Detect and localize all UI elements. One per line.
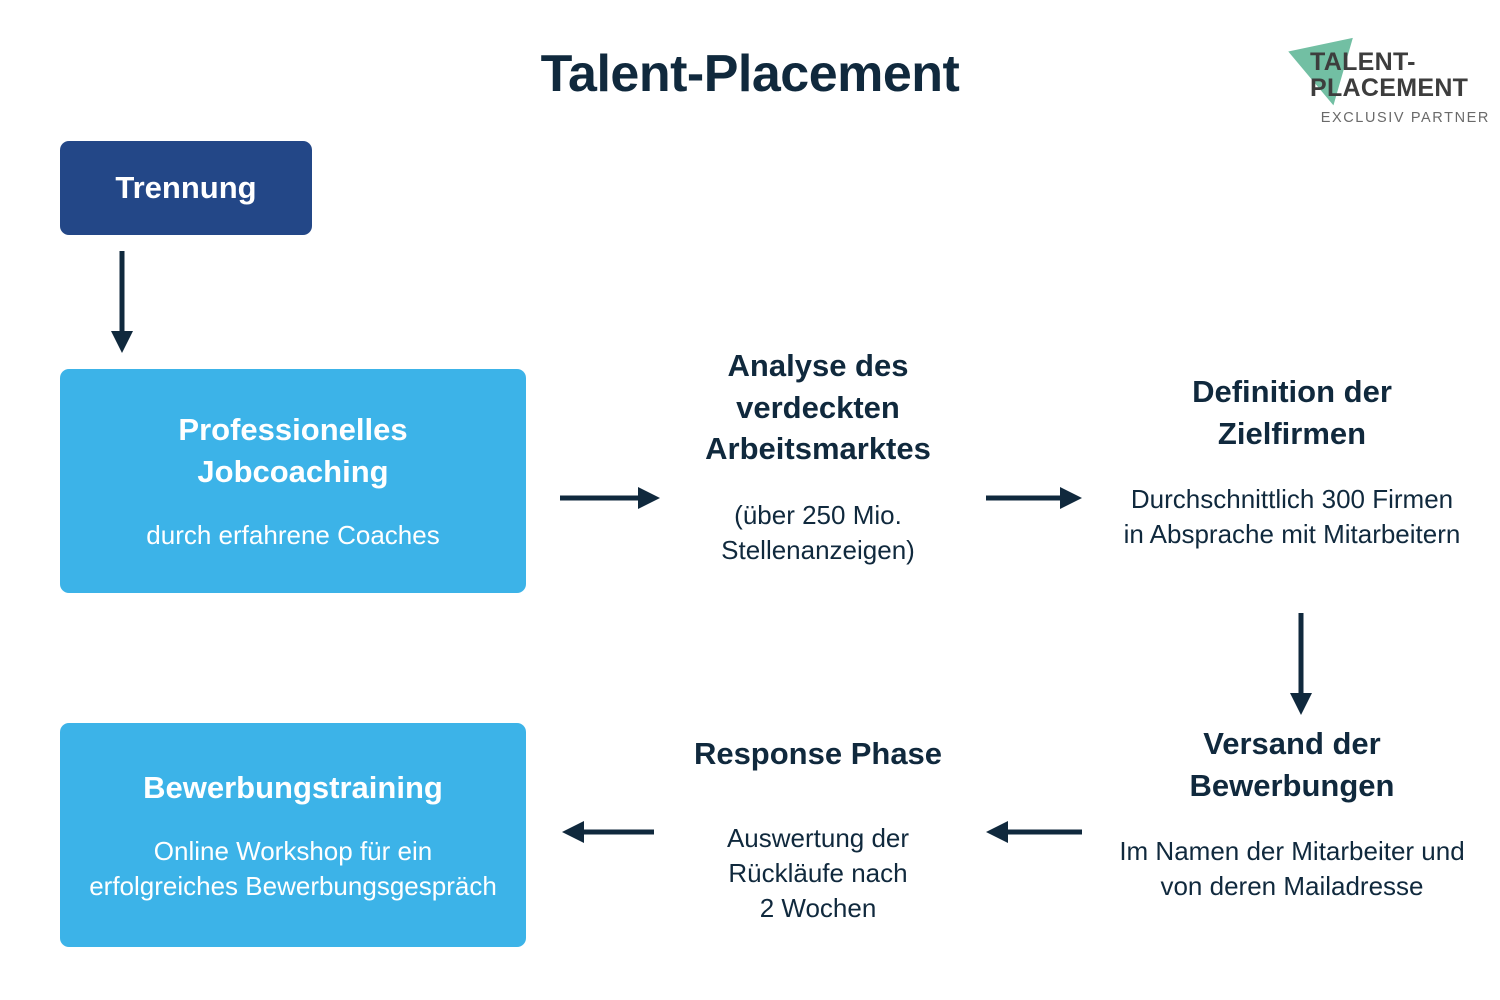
node-analyse-title-line2: verdeckten	[736, 389, 900, 425]
node-trennung-title: Trennung	[115, 170, 257, 206]
node-response-subtitle-line1: Auswertung der	[726, 822, 910, 853]
node-analyse-title-line1: Analyse des	[727, 348, 909, 383]
logo-wordmark-line2: PLACEMENT	[1310, 73, 1469, 102]
node-versand-title: Versand der Bewerbungen	[1090, 723, 1494, 806]
node-versand-title-line2: Bewerbungen	[1189, 767, 1395, 803]
arrow-trennung-to-jobcoaching	[104, 251, 140, 357]
node-analyse-subtitle-line2: Stellenanzeigen)	[721, 534, 915, 565]
node-jobcoaching-title: Professionelles Jobcoaching	[178, 409, 407, 492]
node-bewerbungstraining[interactable]: Bewerbungstraining Online Workshop für e…	[60, 723, 526, 947]
node-versand: Versand der Bewerbungen Im Namen der Mit…	[1090, 723, 1494, 905]
node-analyse-title-line3: Arbeitsmarktes	[705, 431, 931, 467]
node-jobcoaching-title-line2: Jobcoaching	[197, 453, 389, 489]
arrow-zielfirmen-to-versand	[1283, 613, 1319, 719]
node-response: Response Phase Auswertung der Rückläufe …	[648, 733, 988, 927]
node-analyse-title: Analyse des verdeckten Arbeitsmarktes	[648, 345, 988, 470]
node-analyse-subtitle-line1: (über 250 Mio.	[734, 499, 902, 530]
node-bewerbungstraining-title: Bewerbungstraining	[143, 769, 443, 805]
node-zielfirmen-subtitle-line2: in Absprache mit Mitarbeitern	[1123, 519, 1461, 550]
node-versand-subtitle-line2: von deren Mailadresse	[1160, 871, 1424, 902]
node-trennung[interactable]: Trennung	[60, 141, 312, 235]
node-bewerbungstraining-subtitle-line2: erfolgreiches Bewerbungsgespräch	[89, 870, 497, 901]
node-zielfirmen-title-line1: Definition der	[1192, 374, 1392, 409]
arrow-response-to-bewerbungstraining	[558, 812, 662, 852]
node-zielfirmen-subtitle: Durchschnittlich 300 Firmen in Absprache…	[1090, 482, 1494, 553]
arrow-analyse-to-zielfirmen	[982, 478, 1086, 518]
node-zielfirmen-title-line2: Zielfirmen	[1217, 415, 1367, 451]
node-bewerbungstraining-subtitle: Online Workshop für ein erfolgreiches Be…	[89, 834, 497, 903]
node-analyse: Analyse des verdeckten Arbeitsmarktes (ü…	[648, 345, 988, 568]
node-response-subtitle-line2: Rückläufe nach	[728, 857, 908, 888]
node-versand-title-line1: Versand der	[1203, 726, 1381, 761]
arrow-jobcoaching-to-analyse	[560, 478, 664, 518]
node-zielfirmen: Definition der Zielfirmen Durchschnittli…	[1090, 371, 1494, 553]
node-zielfirmen-subtitle-line1: Durchschnittlich 300 Firmen	[1130, 484, 1454, 515]
arrow-versand-to-response	[982, 812, 1086, 852]
node-response-title: Response Phase	[693, 736, 943, 771]
node-versand-subtitle: Im Namen der Mitarbeiter und von deren M…	[1090, 834, 1494, 905]
node-jobcoaching-subtitle: durch erfahrene Coaches	[146, 520, 440, 551]
node-jobcoaching[interactable]: Professionelles Jobcoaching durch erfahr…	[60, 369, 526, 593]
node-response-subtitle: Auswertung der Rückläufe nach 2 Wochen	[648, 821, 988, 927]
node-analyse-subtitle: (über 250 Mio. Stellenanzeigen)	[648, 498, 988, 569]
node-response-subtitle-line3: 2 Wochen	[759, 893, 877, 924]
logo-subtitle: EXCLUSIV PARTNER	[1320, 110, 1490, 126]
logo-wordmark: TALENT- PLACEMENT	[1310, 48, 1490, 102]
logo-wordmark-line1: TALENT-	[1310, 48, 1416, 76]
page-title: Talent-Placement	[540, 45, 960, 103]
talent-placement-logo: TALENT- PLACEMENT EXCLUSIV PARTNER	[1288, 37, 1490, 134]
node-versand-subtitle-line1: Im Namen der Mitarbeiter und	[1119, 836, 1465, 867]
node-bewerbungstraining-subtitle-line1: Online Workshop für ein	[153, 836, 433, 867]
node-zielfirmen-title: Definition der Zielfirmen	[1090, 371, 1494, 454]
node-jobcoaching-title-line1: Professionelles	[178, 412, 408, 448]
